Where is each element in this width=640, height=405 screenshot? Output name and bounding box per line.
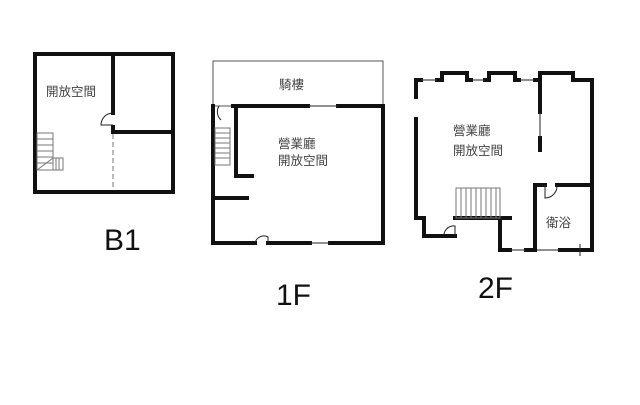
room-label: 開放空間	[453, 143, 503, 158]
floor-label-2f: 2F	[478, 272, 513, 305]
floor-plan-1f: 騎樓 營業廳 開放空間 1F	[211, 60, 385, 312]
room-label: 衛浴	[546, 215, 572, 230]
room-label: 開放空間	[278, 153, 328, 168]
room-label: 營業廳	[278, 136, 316, 151]
stairs	[214, 127, 231, 166]
room-label: 開放空間	[46, 84, 96, 99]
floor-label-b1: B1	[104, 224, 141, 257]
stairs	[36, 132, 64, 171]
stairs	[455, 187, 501, 219]
room-label: 騎樓	[279, 77, 304, 92]
floor-plan-2f: 營業廳 開放空間 衛浴 2F	[414, 71, 594, 305]
floor-plan-b1: 開放空間 B1	[33, 52, 175, 257]
floor-label-1f: 1F	[276, 279, 311, 312]
room-label: 營業廳	[453, 123, 491, 138]
